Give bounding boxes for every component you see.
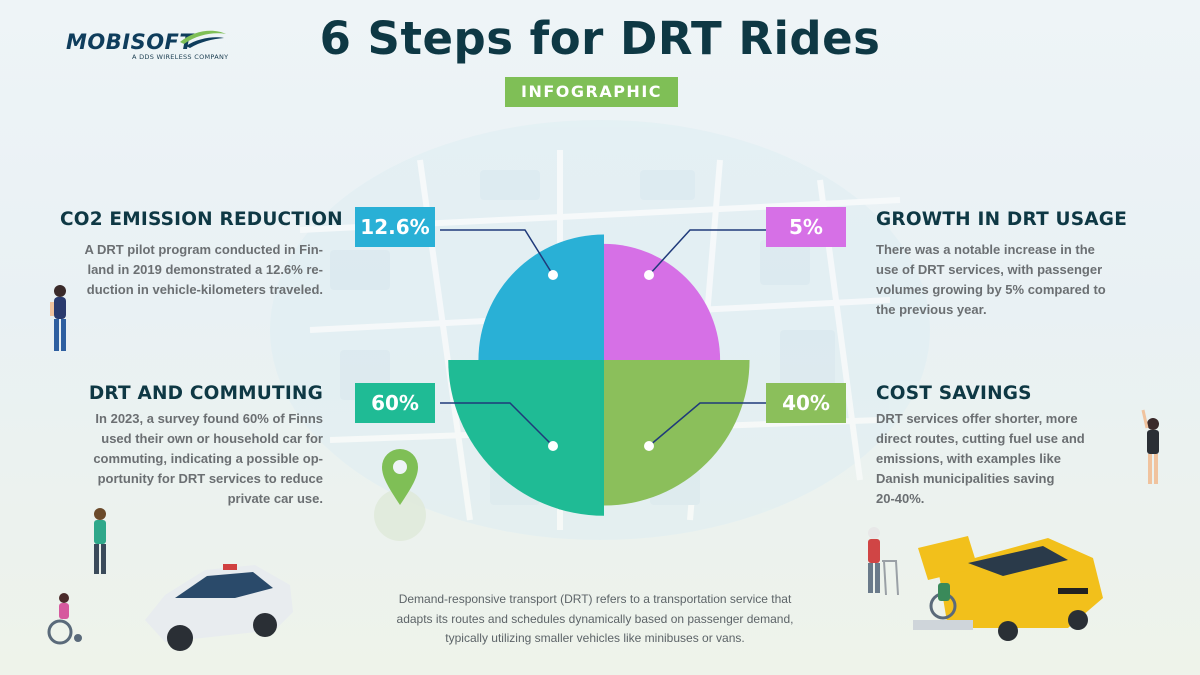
connector-line <box>648 402 768 447</box>
cost-section-text: DRT services offer shorter, more direct … <box>876 409 1146 509</box>
connector-dot <box>548 270 558 280</box>
logo-tagline: A DDS WIRELESS COMPANY <box>132 53 229 61</box>
commuting-section-text: In 2023, a survey found 60% of Finns use… <box>70 409 323 509</box>
pie-slice-12.6% <box>478 234 604 360</box>
logo-wordmark: MOBISOFT <box>66 30 195 54</box>
growth-section-title: GROWTH IN DRT USAGE <box>876 209 1128 230</box>
connector-line <box>648 229 768 276</box>
pie-slice-40% <box>604 360 750 506</box>
cost-section-title: COST SAVINGS <box>876 383 1032 404</box>
text-line: portunity for DRT services to reduce <box>97 471 323 486</box>
text-line: emissions, with examples like <box>876 451 1061 466</box>
logo-swoosh-icon <box>180 30 226 48</box>
woman-icon <box>50 285 66 351</box>
text-line: land in 2019 demonstrated a 12.6% re- <box>87 262 323 277</box>
text-line: adapts its routes and schedules dynamica… <box>396 611 794 626</box>
text-line: used their own or household car for <box>101 431 323 446</box>
pct-label-growth: 5% <box>766 207 846 247</box>
page-title: 6 Steps for DRT Rides <box>319 12 881 65</box>
location-pin-icon <box>374 449 426 541</box>
man-with-walker-icon <box>868 527 899 596</box>
co2-section-title: CO2 EMISSION REDUCTION <box>60 209 343 230</box>
connector-dot <box>644 270 654 280</box>
pie-slice-5% <box>604 243 721 360</box>
text-line: duction in vehicle-kilometers traveled. <box>86 282 323 297</box>
text-line: A DRT pilot program conducted in Fin- <box>84 242 323 257</box>
drt-definition-footer: Demand-responsive transport (DRT) refers… <box>370 590 820 649</box>
text-line: There was a notable increase in the <box>876 242 1095 257</box>
text-line: typically utilizing smaller vehicles lik… <box>445 631 745 645</box>
connector-line <box>440 229 554 276</box>
mobisoft-logo: MOBISOFT A DDS WIRELESS COMPANY <box>62 26 232 66</box>
connector-line <box>440 402 554 447</box>
pie-slice-60% <box>448 360 604 516</box>
wheelchair-user-icon <box>47 593 82 645</box>
text-line: commuting, indicating a possible op- <box>93 451 323 466</box>
co2-section-text: A DRT pilot program conducted in Fin- la… <box>70 240 323 300</box>
text-line: use of DRT services, with passenger <box>876 262 1103 277</box>
taxi-van-icon <box>913 536 1103 641</box>
text-line: 20-40%. <box>876 491 925 506</box>
connector-dot <box>548 441 558 451</box>
text-line: In 2023, a survey found 60% of Finns <box>95 411 323 426</box>
infographic-badge: INFOGRAPHIC <box>505 77 678 107</box>
text-line: Danish municipalities saving <box>876 471 1055 486</box>
text-line: direct routes, cutting fuel use and <box>876 431 1085 446</box>
text-line: Demand-responsive transport (DRT) refers… <box>398 592 792 606</box>
text-line: the previous year. <box>876 302 987 317</box>
pct-label-commuting: 60% <box>355 383 435 423</box>
connector-dot <box>644 441 654 451</box>
waving-woman-icon <box>1141 409 1159 484</box>
pct-label-co2: 12.6% <box>355 207 435 247</box>
commuting-section-title: DRT AND COMMUTING <box>88 383 323 404</box>
man-icon <box>94 508 106 574</box>
text-line: volumes growing by 5% compared to <box>876 282 1106 297</box>
pct-label-cost: 40% <box>766 383 846 423</box>
growth-section-text: There was a notable increase in the use … <box>876 240 1146 320</box>
text-line: DRT services offer shorter, more <box>876 411 1078 426</box>
text-line: private car use. <box>227 491 323 506</box>
car-icon <box>145 564 293 651</box>
